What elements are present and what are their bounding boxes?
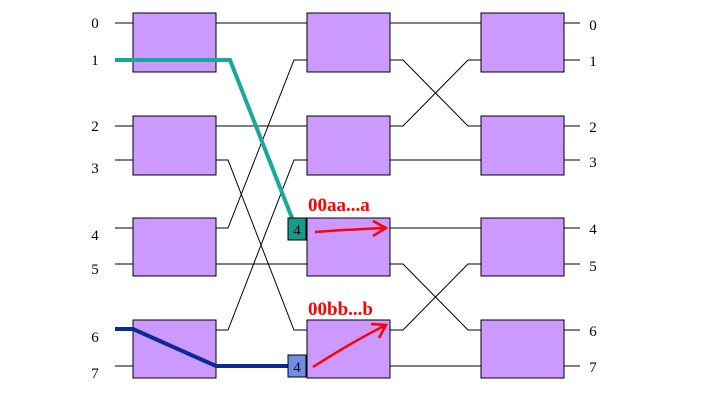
stage-3-switches — [480, 12, 565, 379]
input-port-4: 4 — [91, 228, 99, 244]
output-port-labels: 0 1 2 3 4 5 6 7 — [589, 18, 597, 376]
output-port-7: 7 — [589, 360, 597, 376]
output-port-4: 4 — [589, 222, 597, 238]
output-port-5: 5 — [589, 259, 597, 275]
packet-1-tag: 4 — [293, 223, 301, 239]
switch-s3-3 — [480, 319, 565, 379]
input-port-5: 5 — [91, 262, 99, 278]
input-port-2: 2 — [91, 119, 99, 135]
switch-s1-0 — [132, 12, 217, 73]
output-port-0: 0 — [589, 18, 597, 34]
packet-1-message: 00aa...a — [308, 195, 370, 216]
output-port-2: 2 — [589, 120, 597, 136]
input-port-0: 0 — [91, 16, 99, 32]
output-port-1: 1 — [589, 54, 597, 70]
input-port-6: 6 — [91, 330, 99, 346]
switch-s3-1 — [480, 115, 565, 176]
switch-s2-1 — [306, 115, 391, 176]
packet-2-tag-box — [287, 354, 307, 378]
switch-s2-2 — [306, 217, 391, 277]
routing-arrow-1 — [314, 219, 389, 238]
packet-2-tag: 4 — [293, 360, 301, 376]
switch-s2-0 — [306, 12, 391, 73]
packet-2-path — [115, 327, 289, 368]
input-port-1: 1 — [91, 53, 99, 69]
input-port-3: 3 — [91, 161, 99, 177]
output-port-3: 3 — [589, 155, 597, 171]
stage-1-switches — [132, 12, 217, 379]
switch-s3-2 — [480, 217, 565, 277]
network-wires — [115, 22, 580, 367]
input-port-labels: 0 1 2 3 4 5 6 7 — [91, 16, 99, 382]
packet-1-tag-box — [287, 217, 307, 241]
input-port-7: 7 — [91, 366, 99, 382]
packet-1-path — [115, 58, 294, 219]
output-port-6: 6 — [589, 324, 597, 340]
routing-arrow-2 — [312, 322, 389, 369]
switch-s1-1 — [132, 115, 217, 176]
packet-2-message: 00bb...b — [308, 299, 373, 320]
switch-s3-0 — [480, 12, 565, 73]
switch-s1-2 — [132, 217, 217, 277]
